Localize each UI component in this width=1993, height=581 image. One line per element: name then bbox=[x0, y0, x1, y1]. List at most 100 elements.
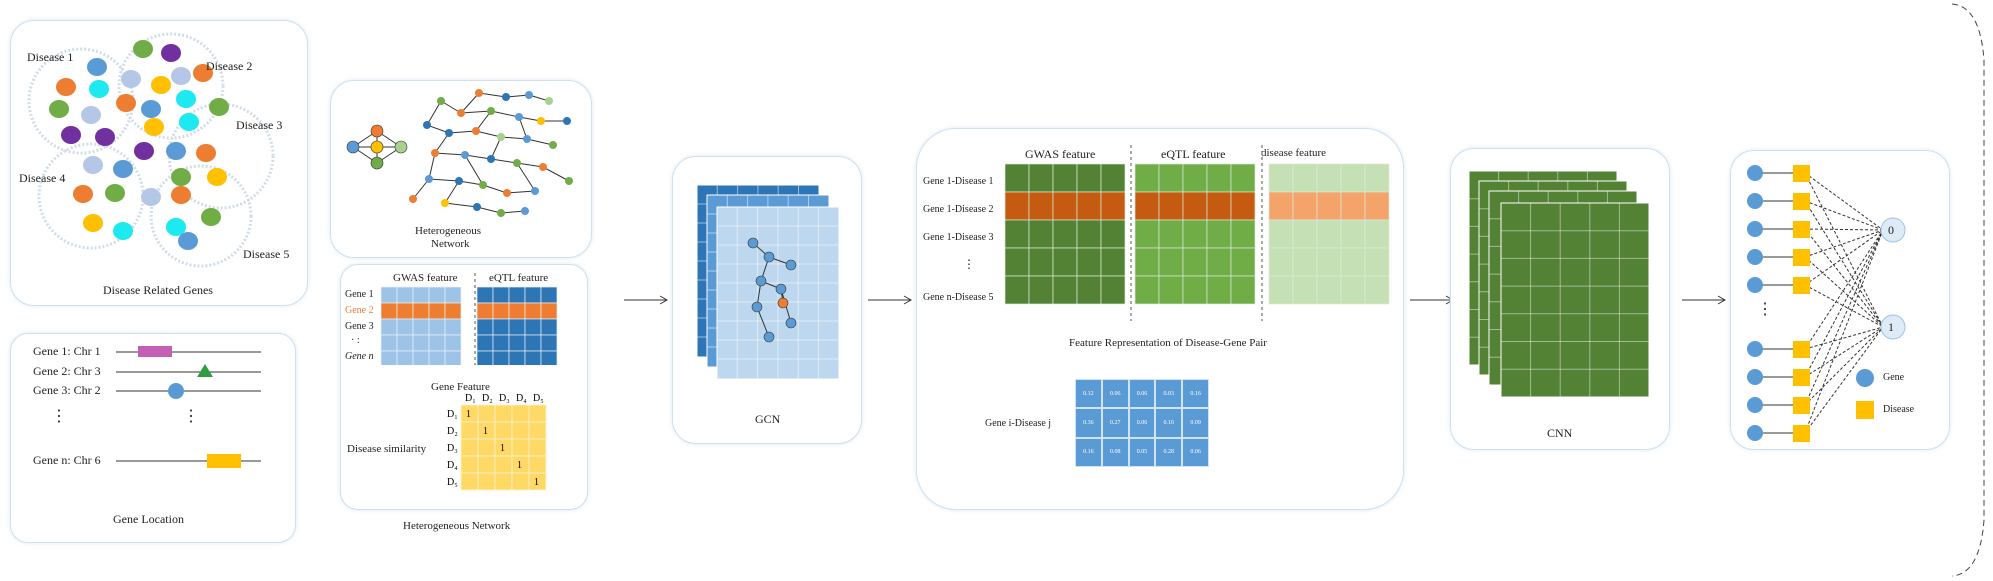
output-edge bbox=[1804, 284, 1884, 328]
feature-cell bbox=[1134, 275, 1160, 305]
gene-row-n: Gene n bbox=[345, 351, 374, 362]
gene-feature-cell bbox=[444, 350, 462, 365]
network-node bbox=[521, 207, 529, 215]
arrow-1 bbox=[624, 295, 669, 305]
feature-cell bbox=[1364, 247, 1390, 277]
feature-cell bbox=[1340, 191, 1366, 221]
network-node bbox=[445, 129, 453, 137]
network-node bbox=[479, 181, 487, 189]
similarity-cell bbox=[460, 438, 479, 457]
gene-2-label: Gene 2: Chr 3 bbox=[33, 364, 101, 378]
network-node bbox=[549, 141, 557, 149]
gene-dot bbox=[133, 40, 153, 58]
feature-cell bbox=[1182, 275, 1208, 305]
gcn-node bbox=[763, 251, 775, 263]
gene-feature-caption: Gene Feature bbox=[431, 381, 490, 393]
gene-1-label: Gene 1: Chr 1 bbox=[33, 344, 101, 358]
gene-feature-cell bbox=[412, 318, 430, 336]
feature-cell bbox=[1158, 191, 1184, 221]
gene-dot bbox=[171, 168, 191, 186]
feature-cell bbox=[1316, 275, 1342, 305]
network-node bbox=[503, 189, 511, 197]
network-caption-1: Heterogeneous bbox=[415, 225, 481, 237]
gene-dot bbox=[113, 222, 133, 240]
feature-cell bbox=[1268, 275, 1294, 305]
gene-ellipsis-2: ⋮ bbox=[183, 408, 199, 425]
feature-cell bbox=[1206, 163, 1232, 193]
feature-cell bbox=[1052, 275, 1078, 305]
output-edge bbox=[1804, 256, 1884, 328]
gene-dot bbox=[116, 94, 136, 112]
output-edge bbox=[1804, 326, 1884, 350]
feature-matrix bbox=[1004, 145, 1390, 321]
network-edge bbox=[506, 190, 536, 194]
network-node bbox=[487, 155, 495, 163]
network-edge bbox=[500, 136, 528, 140]
feature-cell bbox=[1076, 247, 1102, 277]
gene-feature-cell bbox=[428, 302, 446, 320]
disease-node bbox=[1793, 193, 1810, 210]
gene-node bbox=[1747, 425, 1763, 441]
feature-cell bbox=[1206, 191, 1232, 221]
feature-cell bbox=[1052, 163, 1078, 193]
gene-feature-cell bbox=[444, 302, 462, 320]
gene-feature-cell bbox=[396, 286, 414, 304]
fr-row-n: Gene n-Disease 5 bbox=[923, 292, 994, 303]
gene-feature-cell bbox=[396, 318, 414, 336]
similarity-diagonal: 1 bbox=[517, 460, 522, 471]
feature-cell bbox=[1316, 191, 1342, 221]
gene-dot bbox=[56, 78, 76, 96]
gcn-edge bbox=[756, 306, 770, 338]
network-node bbox=[423, 121, 431, 129]
feature-cell bbox=[1028, 191, 1054, 221]
gene-node bbox=[1747, 341, 1763, 357]
similarity-row-label: D₃ bbox=[447, 443, 458, 454]
gcn-node bbox=[747, 237, 759, 249]
matrix-cell: 0.27 bbox=[1101, 408, 1129, 438]
network-edge bbox=[490, 158, 518, 164]
network-edge bbox=[428, 178, 460, 182]
feature-cell bbox=[1004, 219, 1030, 249]
similarity-row-label: D₄ bbox=[447, 460, 458, 471]
gene-dot bbox=[89, 80, 109, 98]
feature-cell bbox=[1004, 275, 1030, 305]
gcn-panel: GCN bbox=[672, 156, 862, 444]
output-edge bbox=[1804, 228, 1884, 231]
output-class-0 bbox=[1880, 217, 1906, 243]
feature-cell bbox=[1158, 219, 1184, 249]
feature-representation-panel: GWAS feature eQTL feature disease featur… bbox=[916, 128, 1404, 510]
matrix-cell: 0.36 bbox=[1075, 408, 1102, 438]
gene-feature-panel: GWAS feature eQTL feature Gene 1 Gene 2 … bbox=[340, 264, 588, 510]
gene-feature-cell bbox=[540, 286, 558, 304]
gene-dot bbox=[83, 156, 103, 174]
feature-cell bbox=[1182, 191, 1208, 221]
matrix-cell: 0.12 bbox=[1075, 379, 1102, 409]
feature-cell bbox=[1316, 247, 1342, 277]
gene-dot bbox=[176, 90, 196, 108]
similarity-header: D₅ bbox=[533, 393, 544, 404]
legend-gene-icon bbox=[1856, 369, 1874, 387]
similarity-cell bbox=[528, 404, 547, 423]
gene-feature-cell bbox=[428, 350, 446, 365]
fr-row-2: Gene 1-Disease 2 bbox=[923, 204, 994, 215]
gene-feature-cell bbox=[508, 334, 526, 352]
feature-cell bbox=[1028, 247, 1054, 277]
output-node-0: 0 bbox=[1888, 223, 1894, 237]
feature-cell bbox=[1364, 163, 1390, 193]
gene-dot bbox=[144, 118, 164, 136]
matrix-cell: 0.03 bbox=[1155, 379, 1183, 409]
similarity-cell bbox=[511, 421, 530, 440]
network-node bbox=[409, 195, 417, 203]
network-edge bbox=[426, 100, 442, 126]
network-edge bbox=[490, 136, 502, 160]
gene-dot bbox=[151, 76, 171, 94]
fr-eqtl-title: eQTL feature bbox=[1161, 147, 1226, 161]
output-ellipsis: ⋮ bbox=[1757, 301, 1773, 318]
gene-feature-cell bbox=[524, 350, 542, 365]
similarity-diagonal: 1 bbox=[534, 477, 539, 488]
output-edge bbox=[1804, 200, 1884, 328]
gene-node bbox=[1747, 193, 1763, 209]
gcn-node bbox=[751, 301, 763, 313]
gene-dot bbox=[193, 64, 213, 82]
gene-feature-cell bbox=[444, 334, 462, 352]
